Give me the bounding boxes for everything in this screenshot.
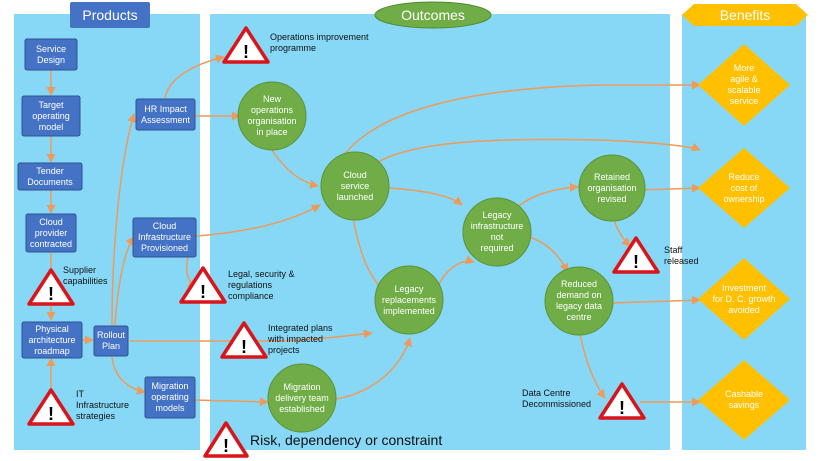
risk-dc-decommissioned-icon: ! xyxy=(598,382,646,420)
outcome-reduced-demand-legacy-data-centre: Reduced demand on legacy data centre xyxy=(555,279,603,322)
outcome-legacy-replacements-circle xyxy=(374,265,444,335)
product-cloud-infrastructure-provisioned: Cloud Infrastructure Provisioned xyxy=(137,221,192,253)
product-rollout-plan: Rollout Plan xyxy=(96,330,125,351)
benefit-agile-diamond xyxy=(698,44,790,126)
svg-text:!: ! xyxy=(48,404,54,424)
arrow-retained-org-to-staff-released xyxy=(613,219,631,247)
arrow-cloud-service-to-reduce-cost xyxy=(372,138,701,166)
svg-text:!: ! xyxy=(241,337,247,357)
benefit-cashable-savings: Cashable savings xyxy=(724,389,764,410)
product-service-design: Service Design xyxy=(35,43,66,65)
outcomes-header: Outcomes xyxy=(401,7,465,23)
arrow-reduced-demand-to-investment xyxy=(610,295,701,305)
product-hr-impact-assessment: HR Impact Assessment xyxy=(140,103,191,125)
product-hr-impact-box xyxy=(135,98,196,131)
outcome-legacy-not-required-circle xyxy=(462,197,532,267)
risk-integrated-plans-note: Integrated plans with impacted projects xyxy=(268,323,333,355)
arrow-rollout-to-cloud-infra xyxy=(114,236,135,326)
benefit-investment-dc-growth-avoided: Investment for D. C. growth avoided xyxy=(712,282,776,315)
outcome-cloud-service-launched: Cloud service launched xyxy=(336,169,374,202)
product-cloud-provider-contracted: Cloud provider contracted xyxy=(29,216,73,249)
outcome-retained-organisation-revised: Retained organisation revised xyxy=(587,171,637,204)
product-target-operating-model: Target operating model xyxy=(32,99,70,132)
benefits-header: Benefits xyxy=(719,7,771,23)
outcome-legacy-replacements-implemented: Legacy replacements implemented xyxy=(381,283,437,316)
risk-it-infrastructure-note: IT Infrastructure strategies xyxy=(76,389,130,421)
risk-operations-improvement-note: Operations improvement programme xyxy=(270,32,369,53)
risk-it-infrastructure-icon: ! xyxy=(27,388,75,426)
outcomes-header-box xyxy=(374,1,492,29)
benefit-cashable-diamond xyxy=(698,360,790,440)
benefits-header-box xyxy=(682,4,808,26)
products-header: Products xyxy=(82,7,138,23)
product-cloud-infrastructure-box xyxy=(132,217,197,258)
benefit-reduce-cost-diamond xyxy=(698,148,790,228)
legend-risk-label: Risk, dependency or constraint xyxy=(250,432,443,448)
svg-text:!: ! xyxy=(243,42,249,62)
risk-supplier-capabilities-note: Supplier capabilities xyxy=(63,265,108,286)
risk-integrated-plans-icon: ! xyxy=(220,321,268,359)
risk-legal-security-note: Legal, security & regulations compliance xyxy=(228,269,295,301)
risk-legal-security-icon: ! xyxy=(179,266,227,304)
arrow-cloud-service-to-legacy-not-required xyxy=(388,187,463,206)
arrow-rollout-to-migration-models xyxy=(111,356,146,395)
connectors xyxy=(46,54,701,407)
outcome-legacy-infrastructure-not-required: Legacy infrastructure not required xyxy=(470,210,524,253)
arrow-new-ops-to-cloud-service xyxy=(271,149,319,189)
arrow-migration-models-to-delivery-team xyxy=(193,397,269,407)
product-service-design-box xyxy=(24,38,78,71)
product-target-operating-model-box xyxy=(21,95,81,137)
product-tender-documents: Tender Documents xyxy=(27,165,73,187)
outcome-new-operations-organisation: New operations organisation in place xyxy=(247,94,297,137)
arrow-hr-to-ops-improvement xyxy=(164,54,225,99)
products-header-box xyxy=(70,2,150,28)
risk-ops-improvement-icon: ! xyxy=(222,26,270,64)
product-migration-operating-models: Migration operating models xyxy=(151,381,189,413)
outcome-new-ops-circle xyxy=(237,81,307,151)
risk-supplier-capabilities-icon: ! xyxy=(27,268,75,306)
outcome-cloud-service-circle xyxy=(320,151,390,221)
svg-text:!: ! xyxy=(619,398,625,418)
legend-risk-icon: ! xyxy=(203,421,249,458)
benefit-more-agile-scalable-service: More agile & scalable service xyxy=(727,63,761,106)
outcome-reduced-demand-circle xyxy=(544,266,614,336)
arrow-cloud-service-to-agile xyxy=(344,80,701,155)
arrow-rollout-to-legacy-replacements xyxy=(130,329,373,342)
product-rollout-plan-box xyxy=(93,325,129,357)
arrow-rollout-to-hr-impact xyxy=(111,113,136,326)
arrow-reduced-demand-to-dc-decommission xyxy=(579,333,606,399)
arrow-delivery-team-to-legacy-replacements xyxy=(329,337,412,401)
outcome-retained-org-circle xyxy=(578,154,646,222)
svg-text:!: ! xyxy=(48,284,54,304)
product-cloud-provider-box xyxy=(25,213,77,253)
benefit-investment-diamond xyxy=(698,258,790,340)
outcome-migration-team-circle xyxy=(267,363,337,433)
arrow-cloud-infra-to-cloud-service xyxy=(195,204,321,237)
arrow-retained-org-to-reduce-cost xyxy=(639,183,701,193)
risk-data-centre-decommissioned-note: Data Centre Decommissioned xyxy=(522,388,592,409)
benefit-reduce-cost-of-ownership: Reduce cost of ownership xyxy=(723,171,765,204)
product-physical-architecture-box xyxy=(21,321,83,359)
svg-text:!: ! xyxy=(200,282,206,302)
product-physical-architecture-roadmap: Physical architecture roadmap xyxy=(28,323,76,356)
outcome-migration-delivery-team-established: Migration delivery team established xyxy=(275,381,329,414)
risk-staff-released-icon: ! xyxy=(612,236,660,274)
product-tender-documents-box xyxy=(17,162,83,191)
risk-staff-released-note: Staff released xyxy=(664,245,699,266)
svg-text:!: ! xyxy=(223,436,229,456)
product-migration-models-box xyxy=(144,376,196,419)
svg-text:!: ! xyxy=(633,252,639,272)
